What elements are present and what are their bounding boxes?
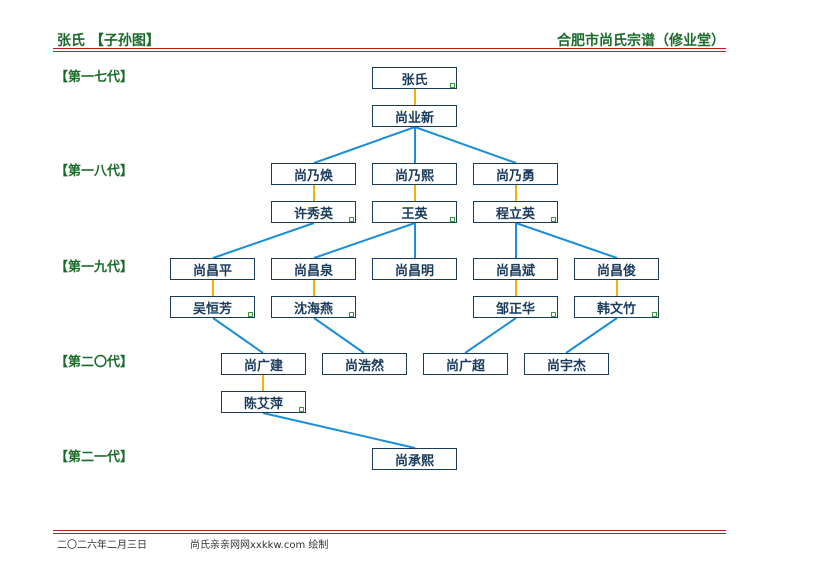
record-icon [551, 312, 556, 317]
person-name: 陈艾萍 [243, 396, 283, 412]
person-name: 许秀英 [293, 206, 333, 222]
person-name: 尚广建 [243, 358, 283, 374]
person-name: 尚乃勇 [495, 168, 535, 184]
record-icon [450, 217, 455, 222]
child-link [414, 126, 517, 164]
person-name: 尚广超 [445, 358, 485, 374]
person-name: 尚乃熙 [394, 168, 434, 184]
person-name: 吴恒芳 [192, 301, 232, 317]
person-box[interactable]: 吴恒芳 [170, 296, 255, 318]
person-box[interactable]: 尚浩然 [322, 353, 407, 375]
person-name: 韩文竹 [596, 301, 636, 317]
footer-credit: 尚氏亲亲网网xxkkw.com 绘制 [190, 540, 329, 551]
person-box[interactable]: 许秀英 [271, 201, 356, 223]
genealogy-title: 合肥市尚氏宗谱（修业堂） [557, 33, 725, 49]
generation-label-21: 【第二一代】 [55, 450, 134, 465]
header-rule-bottom [53, 51, 726, 52]
person-box[interactable]: 沈海燕 [271, 296, 356, 318]
person-box[interactable]: 韩文竹 [574, 296, 659, 318]
person-box[interactable]: 尚业新 [372, 105, 457, 127]
person-box[interactable]: 尚昌俊 [574, 258, 659, 280]
person-box[interactable]: 尚承熙 [372, 448, 457, 470]
footer-rule-bottom [53, 533, 726, 534]
person-name: 尚昌俊 [596, 263, 636, 279]
child-link [515, 222, 618, 259]
person-box[interactable]: 尚昌平 [170, 258, 255, 280]
person-box[interactable]: 尚乃熙 [372, 163, 457, 185]
person-box[interactable]: 邹正华 [473, 296, 558, 318]
generation-label-17: 【第一七代】 [55, 70, 134, 85]
footer-date: 二〇二六年二月三日 [57, 540, 147, 551]
child-link [464, 317, 517, 354]
generation-label-18: 【第一八代】 [55, 164, 134, 179]
person-name: 尚承熙 [394, 453, 434, 469]
person-name: 尚乃焕 [293, 168, 333, 184]
person-name: 张氏 [401, 72, 428, 88]
person-box[interactable]: 程立英 [473, 201, 558, 223]
person-box[interactable]: 尚宇杰 [524, 353, 609, 375]
person-name: 邹正华 [495, 301, 535, 317]
person-box[interactable]: 陈艾萍 [221, 391, 306, 413]
person-name: 沈海燕 [293, 301, 333, 317]
record-icon [299, 407, 304, 412]
person-box[interactable]: 尚乃焕 [271, 163, 356, 185]
record-icon [349, 312, 354, 317]
person-name: 尚浩然 [344, 358, 384, 374]
person-name: 尚昌泉 [293, 263, 333, 279]
record-icon [450, 83, 455, 88]
generation-label-19: 【第一九代】 [55, 260, 134, 275]
person-name: 王英 [401, 206, 428, 222]
record-icon [652, 312, 657, 317]
person-name: 尚昌平 [192, 263, 232, 279]
person-name: 尚昌斌 [495, 263, 535, 279]
record-icon [551, 217, 556, 222]
record-icon [248, 312, 253, 317]
person-box[interactable]: 尚乃勇 [473, 163, 558, 185]
person-name: 尚昌明 [394, 263, 434, 279]
page-title: 张氏 【子孙图】 [57, 33, 160, 49]
child-link [313, 126, 416, 164]
person-box[interactable]: 张氏 [372, 67, 457, 89]
child-link [262, 412, 416, 449]
child-link [313, 317, 365, 354]
person-box[interactable]: 尚广超 [423, 353, 508, 375]
child-link [313, 222, 416, 259]
person-box[interactable]: 尚昌泉 [271, 258, 356, 280]
child-link [212, 317, 264, 354]
person-name: 尚宇杰 [546, 358, 586, 374]
person-name: 尚业新 [394, 110, 434, 126]
child-link [212, 222, 315, 259]
header-rule-top [53, 48, 726, 49]
person-name: 程立英 [495, 206, 535, 222]
generation-label-20: 【第二〇代】 [55, 355, 134, 370]
person-box[interactable]: 尚广建 [221, 353, 306, 375]
record-icon [349, 217, 354, 222]
child-link [565, 317, 618, 354]
person-box[interactable]: 王英 [372, 201, 457, 223]
person-box[interactable]: 尚昌斌 [473, 258, 558, 280]
person-box[interactable]: 尚昌明 [372, 258, 457, 280]
footer-rule-top [53, 530, 726, 531]
